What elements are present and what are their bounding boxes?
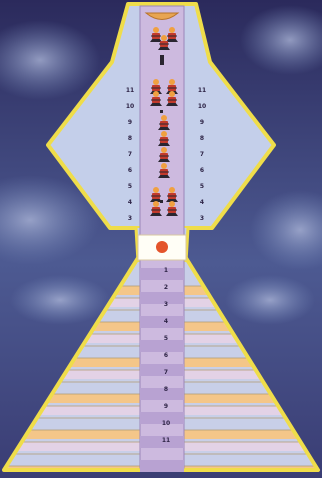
scale-label: 10 — [198, 103, 206, 110]
column-stripe — [140, 316, 184, 328]
scale-label: 10 — [162, 420, 170, 427]
scale-label: 3 — [200, 215, 204, 222]
column-stripe — [140, 388, 184, 400]
scale-label: 8 — [128, 135, 132, 142]
column-stripe — [140, 292, 184, 304]
scale-label: 6 — [128, 167, 132, 174]
column-stripe — [140, 268, 184, 280]
scale-label: 6 — [200, 167, 204, 174]
scale-label: 5 — [164, 335, 168, 342]
column-stripe — [140, 460, 184, 472]
scale-label: 4 — [128, 199, 132, 206]
scale-label: 11 — [198, 87, 206, 94]
scale-label: 5 — [200, 183, 204, 190]
column-marker — [160, 55, 164, 65]
scale-label: 7 — [164, 369, 168, 376]
scale-label: 9 — [128, 119, 132, 126]
scale-label: 1 — [164, 267, 168, 274]
scale-label: 7 — [128, 151, 132, 158]
column-marker — [160, 110, 163, 113]
scale-label: 11 — [126, 87, 134, 94]
column-stripe — [140, 364, 184, 376]
scale-label: 3 — [128, 215, 132, 222]
scale-label: 7 — [200, 151, 204, 158]
orb-band — [138, 235, 186, 260]
scale-label: 3 — [164, 301, 168, 308]
scale-label: 9 — [200, 119, 204, 126]
scale-label: 8 — [164, 386, 168, 393]
scale-label: 4 — [200, 199, 204, 206]
scale-label: 6 — [164, 352, 168, 359]
scale-label: 8 — [200, 135, 204, 142]
column-stripe — [140, 340, 184, 352]
scale-label: 10 — [126, 103, 134, 110]
scale-label: 11 — [162, 437, 170, 444]
scale-label: 9 — [164, 403, 168, 410]
scale-label: 5 — [128, 183, 132, 190]
scale-label: 4 — [164, 318, 168, 325]
scale-label: 2 — [164, 284, 168, 291]
orb — [156, 241, 168, 253]
